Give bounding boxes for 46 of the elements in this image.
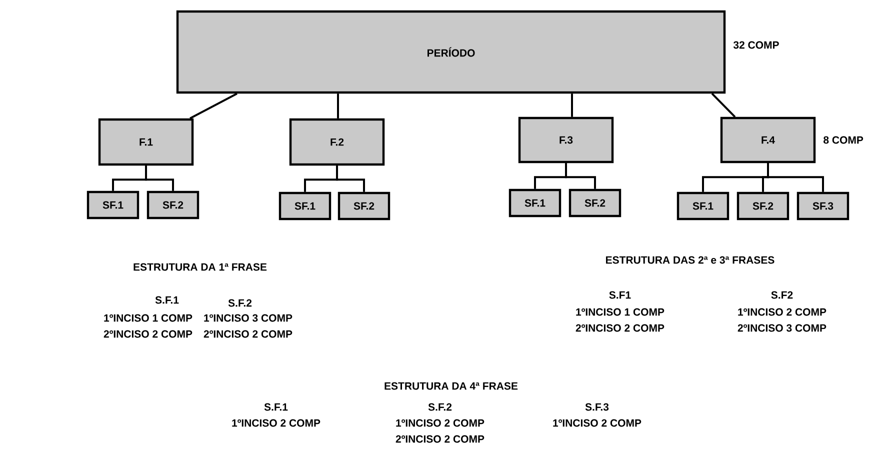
connector-line: [190, 92, 238, 120]
phrase-box: F.2: [289, 118, 385, 166]
structure-text: 1ºINCISO 2 COMP: [232, 419, 320, 427]
structure-text: S.F.3: [585, 403, 609, 411]
period-box: PERÍODO: [176, 10, 726, 94]
phrase-box: SF.2: [338, 192, 390, 220]
phrase-box: SF.1: [508, 188, 562, 218]
connector-line: [337, 94, 339, 118]
size-note: 8 COMP: [824, 136, 864, 144]
structure-text: 1ºINCISO 3 COMP: [204, 314, 292, 322]
structure-text: 1ºINCISO 1 COMP: [104, 314, 192, 322]
structure-text: S.F.2: [428, 403, 452, 411]
structure-text: S.F1: [609, 291, 631, 299]
phrase-box: F.1: [98, 118, 194, 166]
size-note: 32 COMP: [733, 41, 779, 49]
structure-text: ESTRUTURA DA 1ª FRASE: [134, 263, 267, 271]
phrase-box: SF.1: [676, 192, 730, 220]
connector-line: [565, 163, 596, 189]
structure-text: 2ºINCISO 3 COMP: [738, 324, 826, 332]
phrase-box: SF.2: [568, 188, 622, 218]
connector-line: [571, 94, 573, 117]
structure-text: ESTRUTURA DAS 2ª e 3ª FRASES: [606, 256, 774, 264]
structure-text: 1ºINCISO 1 COMP: [576, 308, 664, 316]
structure-text: 2ºINCISO 2 COMP: [204, 330, 292, 338]
structure-text: S.F.1: [155, 296, 179, 304]
structure-text: S.F.1: [264, 403, 288, 411]
structure-text: 2ºINCISO 2 COMP: [576, 324, 664, 332]
connector-line: [336, 166, 365, 192]
structure-text: S.F2: [771, 291, 793, 299]
phrase-box: SF.2: [146, 190, 200, 220]
phrase-box: F.3: [518, 116, 614, 164]
structure-text: 1ºINCISO 2 COMP: [396, 419, 484, 427]
structure-text: S.F.2: [228, 299, 252, 307]
structure-text: 1ºINCISO 2 COMP: [738, 308, 826, 316]
phrase-box: SF.1: [86, 190, 140, 220]
structure-text: 2ºINCISO 2 COMP: [104, 330, 192, 338]
structure-text: 2ºINCISO 2 COMP: [396, 435, 484, 443]
connector-line: [145, 166, 174, 191]
phrase-box: SF.1: [278, 192, 332, 220]
phrase-box: SF.2: [736, 192, 790, 220]
phrase-box: F.4: [720, 116, 816, 164]
structure-text: 1ºINCISO 2 COMP: [553, 419, 642, 427]
connector-line: [767, 163, 824, 192]
connector-line: [711, 92, 736, 118]
structure-text: ESTRUTURA DA 4ª FRASE: [384, 382, 518, 390]
phrase-box: SF.3: [796, 192, 850, 220]
